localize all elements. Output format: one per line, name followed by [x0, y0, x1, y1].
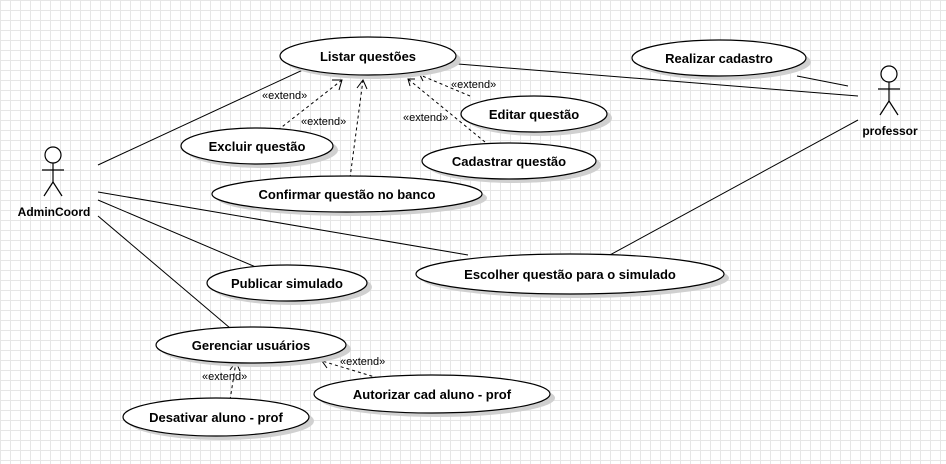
- use-case-confirmar-questao[interactable]: Confirmar questão no banco: [211, 175, 487, 216]
- use-case-label: Cadastrar questão: [452, 154, 566, 169]
- use-case-label: Excluir questão: [209, 139, 306, 154]
- stick-figure-icon: [878, 65, 900, 116]
- use-case-label: Publicar simulado: [231, 276, 343, 291]
- actor-professor[interactable]: professor: [862, 65, 918, 138]
- extend-confirmar-listar: [349, 79, 368, 179]
- association-professor-listar: [457, 63, 859, 97]
- use-case-realizar-cadastro[interactable]: Realizar cadastro: [631, 39, 811, 80]
- use-case-label: Escolher questão para o simulado: [464, 267, 676, 282]
- extend-label: «extend»: [301, 116, 346, 128]
- actor-label: AdminCoord: [18, 205, 91, 219]
- association-professor-escolher: [607, 119, 859, 257]
- actor-admincoord[interactable]: AdminCoord: [18, 146, 91, 219]
- use-case-publicar-simulado[interactable]: Publicar simulado: [206, 264, 372, 305]
- use-case-label: Editar questão: [489, 107, 579, 122]
- use-case-excluir-questao[interactable]: Excluir questão: [180, 127, 338, 168]
- extend-label: «extend»: [451, 79, 496, 91]
- extend-label: «extend»: [202, 371, 247, 383]
- association-admin-publicar: [97, 199, 259, 269]
- use-case-gerenciar-usuarios[interactable]: Gerenciar usuários: [155, 326, 351, 367]
- association-admin-escolher: [97, 191, 469, 256]
- use-case-editar-questao[interactable]: Editar questão: [460, 95, 612, 136]
- stick-figure-icon: [42, 146, 64, 197]
- association-professor-realizar: [796, 75, 849, 87]
- actor-label: professor: [862, 124, 918, 138]
- extend-label: «extend»: [262, 90, 307, 102]
- use-case-autorizar-cadastro[interactable]: Autorizar cad aluno - prof: [313, 374, 555, 417]
- use-case-label: Gerenciar usuários: [192, 338, 311, 353]
- use-case-escolher-questao[interactable]: Escolher questão para o simulado: [415, 253, 729, 298]
- use-case-label: Desativar aluno - prof: [149, 410, 283, 425]
- use-case-label: Listar questões: [320, 49, 416, 64]
- extend-excluir-listar: [277, 79, 343, 131]
- extend-cadastrar-listar: [407, 78, 486, 143]
- extend-label: «extend»: [340, 356, 385, 368]
- use-case-label: Autorizar cad aluno - prof: [353, 387, 512, 402]
- use-case-cadastrar-questao[interactable]: Cadastrar questão: [421, 142, 601, 183]
- association-admin-gerenciar: [97, 215, 231, 329]
- use-case-listar-questoes[interactable]: Listar questões: [279, 36, 461, 79]
- extend-label: «extend»: [403, 112, 448, 124]
- use-case-desativar-aluno[interactable]: Desativar aluno - prof: [122, 397, 314, 440]
- use-case-label: Realizar cadastro: [665, 51, 773, 66]
- association-admin-listar: [97, 61, 321, 166]
- use-case-label: Confirmar questão no banco: [259, 187, 436, 202]
